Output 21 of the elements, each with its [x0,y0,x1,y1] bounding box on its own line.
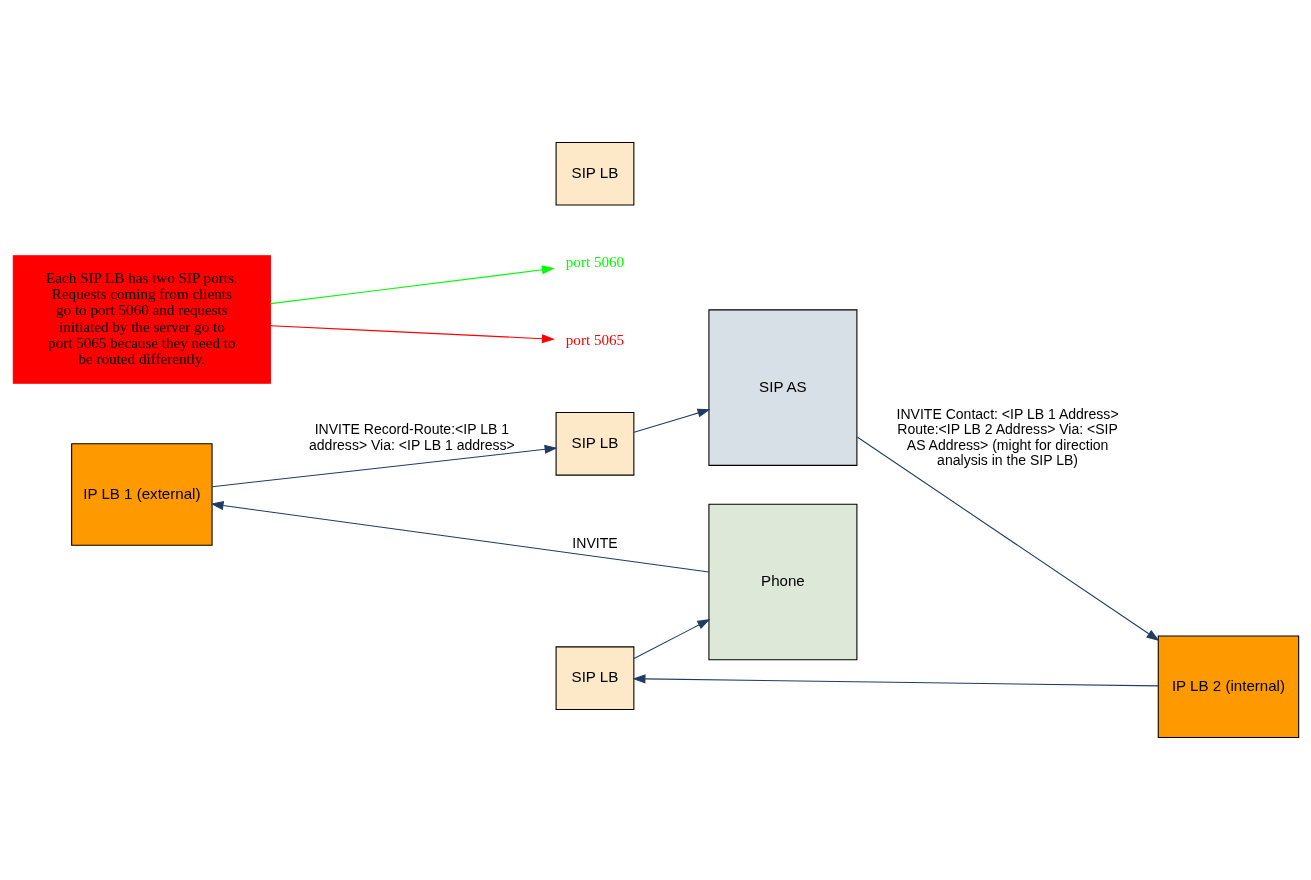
arrow [633,619,710,659]
arrow [269,265,555,305]
arrow [269,325,555,344]
node-box: Phone [707,503,857,661]
edge-label: INVITE [571,534,618,551]
arrow [856,436,1159,641]
arrow [210,501,709,573]
node-text: port 5065 [565,332,624,349]
node-box: IP LB 2 (internal) [1157,635,1299,739]
edge-label: INVITE Contact: <IP LB 1 Address> Route:<IP LB 2 Address> Via: <SIP AS Address> (might for direction analysis in the SIP LB) [896,406,1119,468]
node-box: SIP LB [555,141,634,206]
node-box: SIP LB [555,646,634,711]
node-box: Each SIP LB has two SIP ports. Requests coming from clients go to port 5060 and requests initiated by the server go to port 5065 because they need to be routed differently. [12,255,271,384]
arrow [632,674,1159,687]
node-box: SIP AS [707,309,857,466]
arrow [211,444,558,488]
edge-label: INVITE Record-Route:<IP LB 1 address> Via: <IP LB 1 address> [308,421,515,453]
node-text: port 5060 [565,254,624,271]
node-box: SIP LB [555,411,634,476]
arrow [633,408,710,433]
node-box: IP LB 1 (external) [70,443,213,546]
